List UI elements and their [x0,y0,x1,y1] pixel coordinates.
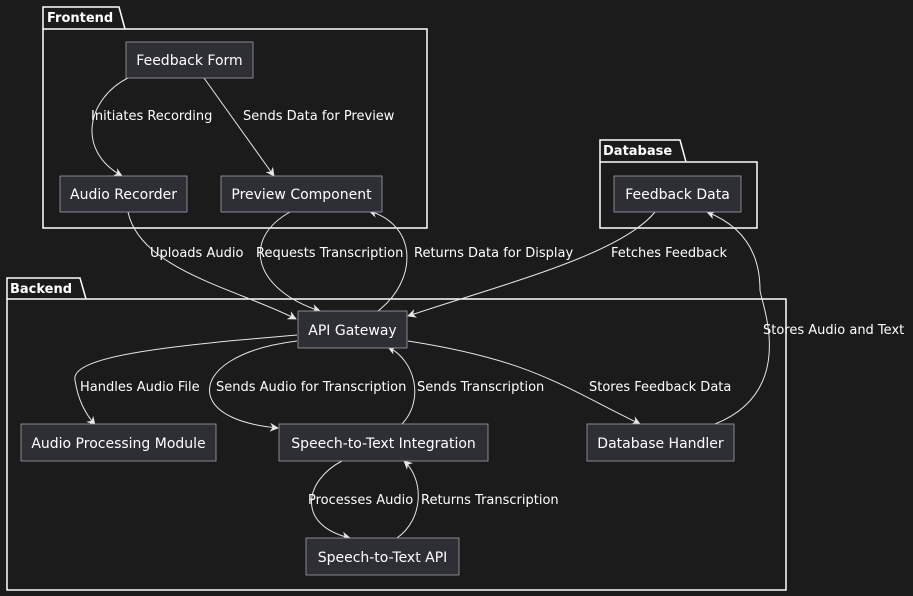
node-feedback-data[interactable]: Feedback Data [613,175,742,213]
node-speech-to-text-api-label: Speech-to-Text API [318,550,448,566]
package-frontend: Frontend [42,6,428,229]
label-processes-audio: Processes Audio [308,493,413,508]
node-audio-processing-module[interactable]: Audio Processing Module [20,423,217,462]
label-handles-audio-file: Handles Audio File [80,380,200,395]
edge-stores-audio-and-text [706,210,770,425]
node-speech-to-text-api[interactable]: Speech-to-Text API [305,537,460,576]
label-uploads-audio: Uploads Audio [150,246,243,261]
node-api-gateway-label: API Gateway [308,323,396,339]
node-audio-recorder[interactable]: Audio Recorder [59,175,188,213]
node-audio-recorder-label: Audio Recorder [70,187,177,203]
label-requests-transcription: Requests Transcription [256,246,403,261]
node-preview-component-label: Preview Component [231,187,372,203]
label-initiates-recording: Initiates Recording [91,109,212,124]
node-database-handler-label: Database Handler [597,436,724,452]
edge-sends-audio-for-transcription [209,340,298,432]
node-api-gateway[interactable]: API Gateway [297,310,408,349]
edge-sends-transcription [387,346,416,425]
package-database-title: Database [603,144,672,159]
edge-sends-data-for-preview [203,77,275,177]
node-feedback-form[interactable]: Feedback Form [125,41,254,79]
node-feedback-form-label: Feedback Form [136,53,242,69]
edge-uploads-audio [127,211,297,320]
package-backend: Backend [6,277,787,591]
node-preview-component[interactable]: Preview Component [220,175,383,213]
edges [74,77,770,541]
edge-fetches-feedback [407,211,656,318]
edge-labels: Initiates Recording Sends Data for Previ… [80,109,904,508]
package-database: Database [599,139,758,229]
label-sends-audio-for-transcription: Sends Audio for Transcription [216,380,406,395]
label-sends-data-for-preview: Sends Data for Preview [243,109,395,124]
label-sends-transcription: Sends Transcription [417,380,544,395]
node-database-handler[interactable]: Database Handler [586,423,735,462]
edge-stores-feedback-data [407,340,641,425]
node-audio-processing-module-label: Audio Processing Module [31,436,205,452]
edge-initiates-recording [91,77,129,177]
label-stores-feedback-data: Stores Feedback Data [589,380,731,395]
package-frontend-title: Frontend [47,11,113,26]
label-fetches-feedback: Fetches Feedback [611,246,728,261]
label-stores-audio-and-text: Stores Audio and Text [763,323,904,338]
package-backend-title: Backend [10,282,72,297]
node-speech-to-text-integration-label: Speech-to-Text Integration [291,436,476,452]
label-returns-data-for-display: Returns Data for Display [414,246,573,261]
node-speech-to-text-integration[interactable]: Speech-to-Text Integration [278,423,489,462]
label-returns-transcription: Returns Transcription [421,493,559,508]
edge-returns-data-for-display [368,208,408,312]
edge-handles-audio-file [74,334,298,426]
edge-returns-transcription [396,460,419,539]
node-feedback-data-label: Feedback Data [625,187,730,203]
edge-requests-transcription [259,211,321,313]
edge-processes-audio [311,460,351,541]
